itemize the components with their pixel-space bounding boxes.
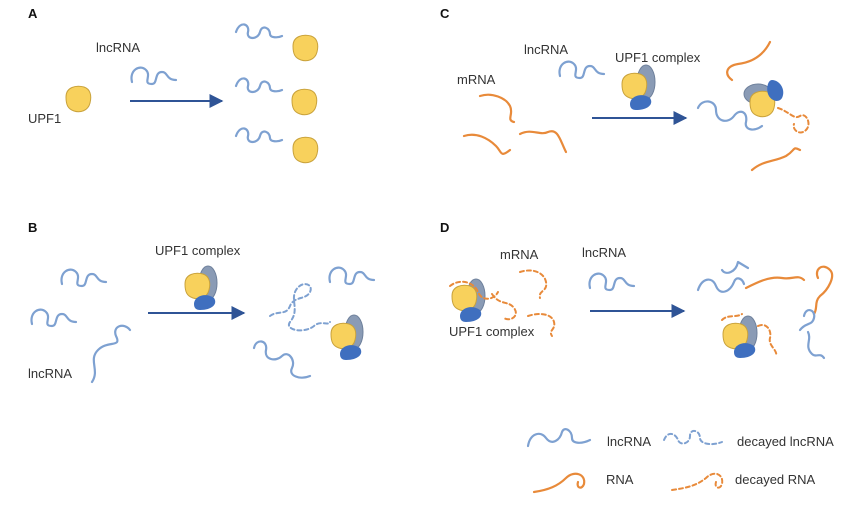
panel-c-letter: C bbox=[440, 6, 450, 21]
legend-decayed-lncrna-swatch bbox=[663, 430, 723, 446]
lncrna-strand bbox=[328, 266, 376, 286]
legend-decayed-rna-label: decayed RNA bbox=[735, 472, 816, 487]
lncrna-strand bbox=[234, 23, 284, 40]
decayed-rna-strand bbox=[777, 107, 810, 134]
panel-c-lncrna-label: lncRNA bbox=[524, 42, 568, 57]
mrna-strand bbox=[750, 147, 802, 172]
upf1-protein bbox=[292, 136, 319, 164]
lncrna-strand bbox=[30, 308, 78, 328]
legend: lncRNA decayed lncRNA RNA decayed RNA bbox=[526, 428, 834, 494]
legend-lncrna-label: lncRNA bbox=[607, 434, 651, 449]
legend-decayed-rna-swatch bbox=[671, 472, 724, 491]
upf1-complex bbox=[184, 265, 218, 310]
upf1-complex bbox=[722, 315, 758, 358]
lncrna-strand bbox=[234, 127, 284, 144]
lncrna-strand bbox=[90, 324, 132, 384]
legend-rna-swatch bbox=[532, 472, 586, 494]
lncrna-strand bbox=[130, 66, 178, 86]
panel-a-letter: A bbox=[28, 6, 38, 21]
panel-d-letter: D bbox=[440, 220, 449, 235]
lncrna-strand bbox=[558, 60, 606, 80]
upf1-protein bbox=[291, 88, 318, 116]
mrna-strand bbox=[462, 133, 512, 155]
decayed-rna-strand bbox=[449, 280, 499, 300]
lncrna-strand bbox=[60, 268, 108, 288]
legend-rna-label: RNA bbox=[606, 472, 634, 487]
panel-c-complex-label: UPF1 complex bbox=[615, 50, 701, 65]
lncrna-strand bbox=[720, 260, 750, 274]
panel-d-lncrna-label: lncRNA bbox=[582, 245, 626, 260]
lncrna-strand bbox=[234, 77, 284, 94]
lncrna-strand bbox=[696, 277, 746, 293]
panel-a-upf1-label: UPF1 bbox=[28, 111, 61, 126]
mrna-strand bbox=[518, 130, 568, 154]
mrna-strand bbox=[812, 265, 834, 316]
decayed-rna-strand bbox=[757, 324, 778, 357]
decayed-lncrna-strand bbox=[269, 283, 331, 332]
panel-b: B UPF1 complex lncRNA bbox=[28, 220, 376, 384]
upf1-complex bbox=[621, 64, 656, 110]
decayed-rna-strand bbox=[527, 313, 556, 337]
panel-d-complex-label: UPF1 complex bbox=[449, 324, 535, 339]
decayed-rna-strand bbox=[519, 269, 548, 299]
panel-c-mrna-label: mRNA bbox=[457, 72, 496, 87]
upf1-complex bbox=[330, 314, 364, 360]
panel-a-lncrna-label: lncRNA bbox=[96, 40, 140, 55]
panel-c: C lncRNA UPF1 complex mRNA bbox=[440, 6, 810, 172]
panel-b-lncrna-label: lncRNA bbox=[28, 366, 72, 381]
legend-lncrna-swatch bbox=[526, 428, 592, 448]
panel-d-mrna-label: mRNA bbox=[500, 247, 539, 262]
lncrna-strand bbox=[588, 272, 636, 292]
legend-decayed-lncrna-label: decayed lncRNA bbox=[737, 434, 834, 449]
mrna-strand bbox=[726, 40, 772, 82]
upf1-protein bbox=[65, 85, 92, 113]
lncrna-strand bbox=[696, 100, 764, 131]
mrna-strand bbox=[478, 93, 516, 124]
lncrna-strand bbox=[798, 309, 826, 360]
lncrna-strand bbox=[252, 340, 312, 379]
panel-a: A lncRNA UPF1 bbox=[28, 6, 319, 164]
panel-b-letter: B bbox=[28, 220, 37, 235]
upf1-complex bbox=[743, 80, 784, 118]
mrna-strand bbox=[744, 276, 806, 290]
upf1-protein bbox=[292, 34, 319, 62]
decayed-rna-strand bbox=[721, 313, 743, 321]
upf1-complex bbox=[451, 278, 486, 322]
panel-b-complex-label: UPF1 complex bbox=[155, 243, 241, 258]
panel-d: D mRNA lncRNA UPF1 complex bbox=[440, 220, 834, 360]
decayed-rna-strand bbox=[491, 293, 517, 321]
